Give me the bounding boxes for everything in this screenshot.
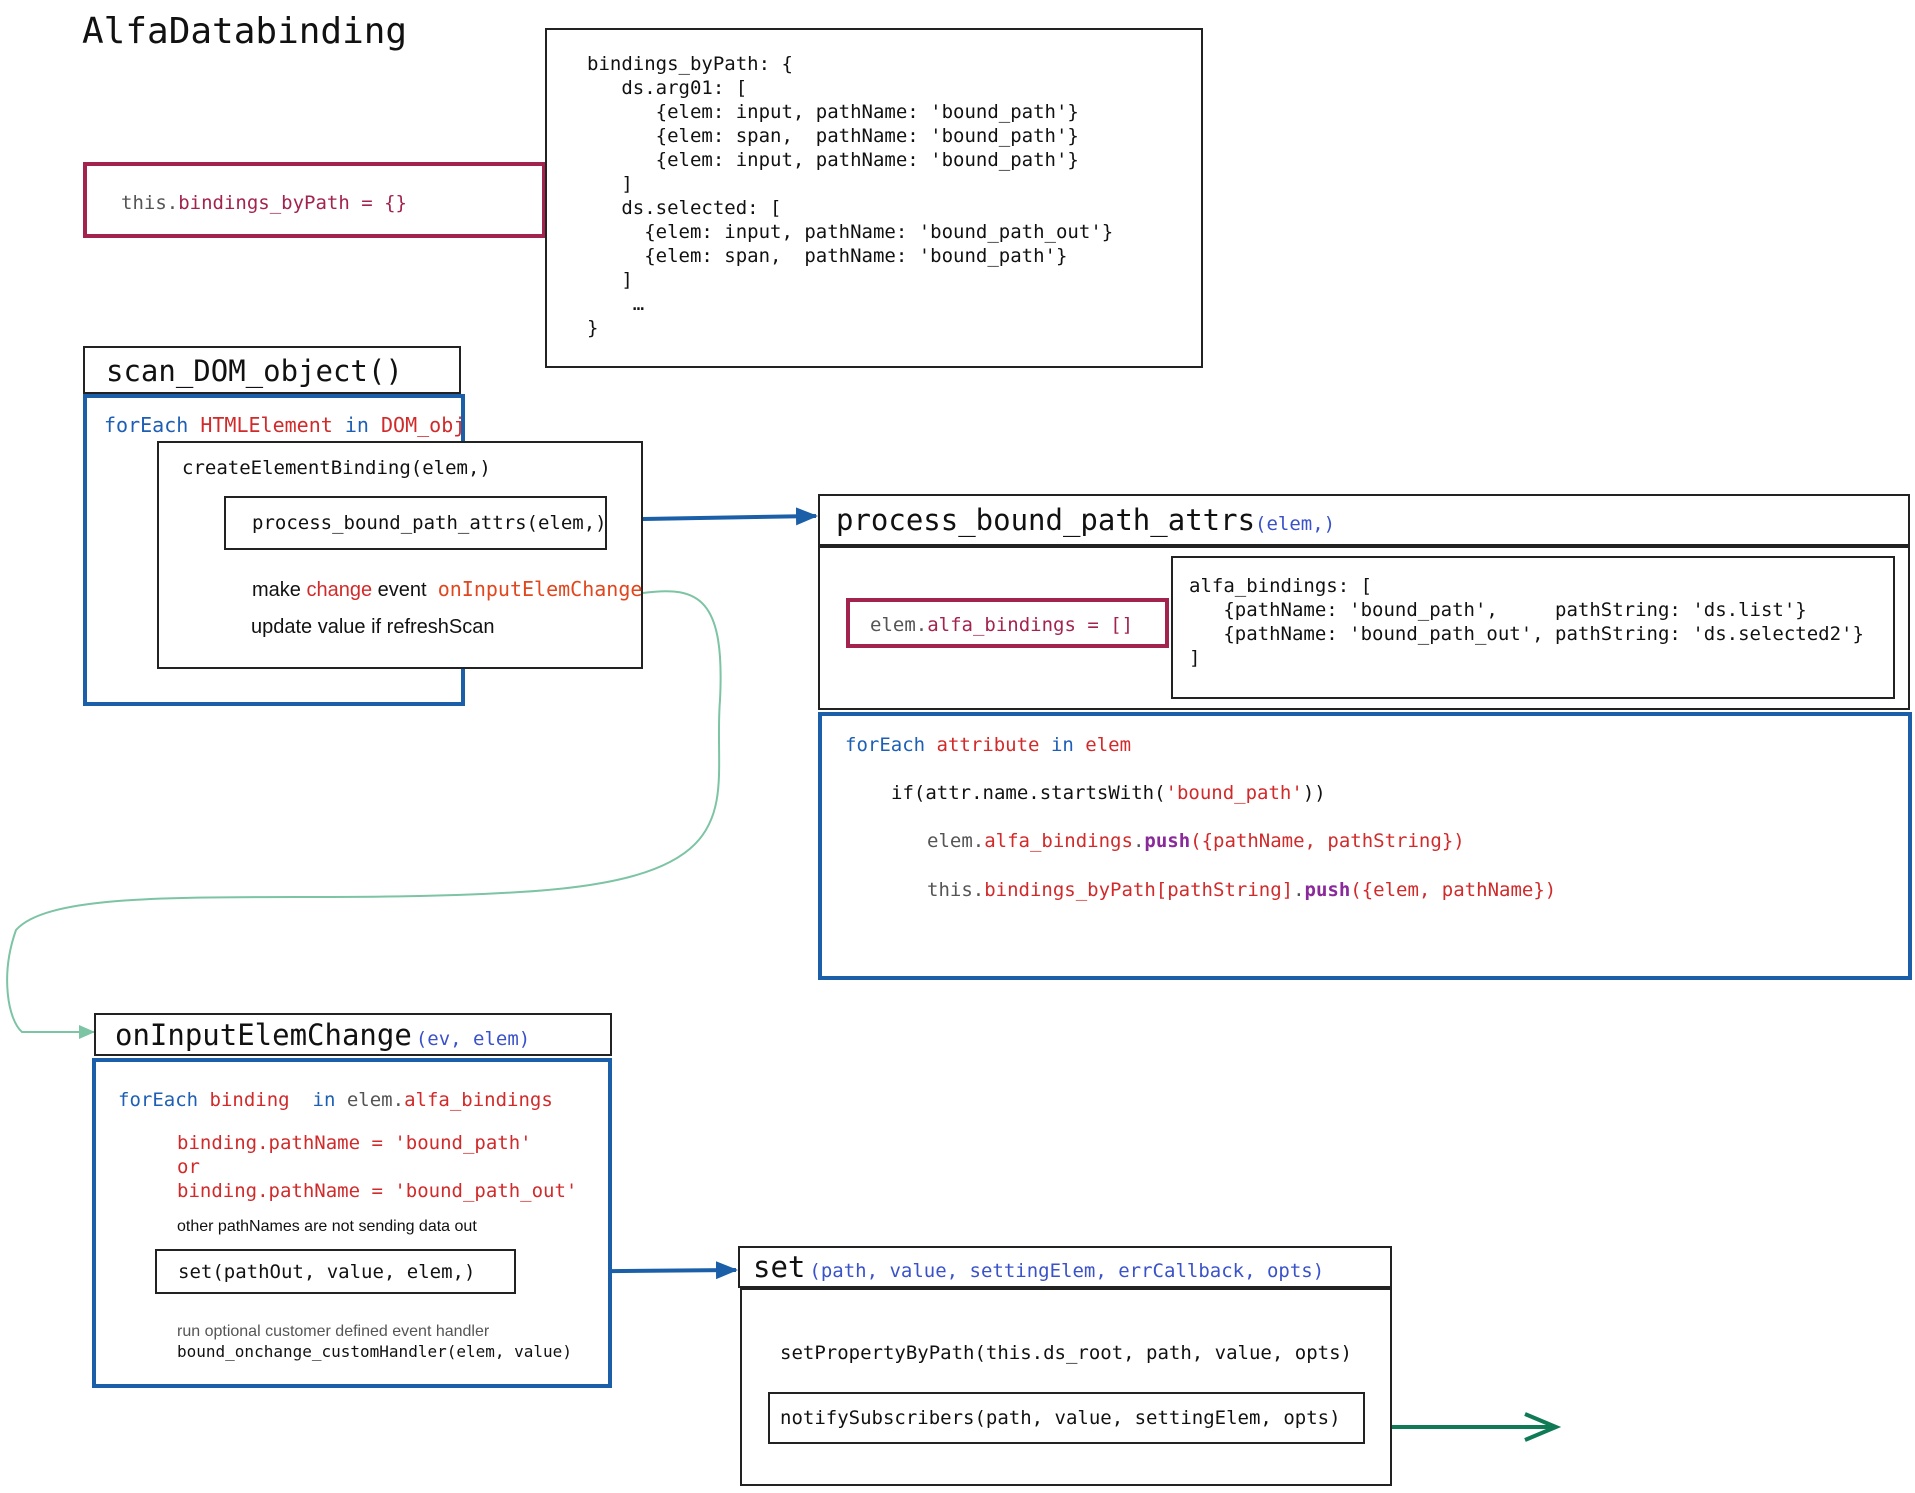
process-title-box: process_bound_path_attrs(elem,) bbox=[818, 494, 1910, 546]
page-title: AlfaDatabinding bbox=[82, 11, 408, 52]
process-foreach-line: forEach attribute in elem bbox=[845, 734, 1132, 756]
bindings-example-line: ds.arg01: [ bbox=[587, 77, 748, 99]
custom-handler-note: run optional customer defined event hand… bbox=[177, 1323, 490, 1340]
alfa-bindings-example-line: {pathName: 'bound_path', pathString: 'ds… bbox=[1189, 599, 1807, 621]
alfa-bindings-example-line: ] bbox=[1189, 647, 1201, 669]
push-bindings-bypath-line: this.bindings_byPath[pathString].push({e… bbox=[927, 879, 1557, 901]
alfa-bindings-example-box: alfa_bindings: [ {pathName: 'bound_path'… bbox=[1171, 556, 1895, 699]
scan-title: scan_DOM_object() bbox=[106, 354, 403, 388]
update-line: update value if refreshScan bbox=[251, 616, 495, 638]
bindings-example-line: {elem: input, pathName: 'bound_path'} bbox=[587, 149, 1079, 171]
set-call-box: set(pathOut, value, elem,) bbox=[155, 1249, 516, 1294]
scan-foreach-line: forEach HTMLElement in DOM_obj bbox=[104, 413, 466, 437]
set-call: set(pathOut, value, elem,) bbox=[178, 1261, 476, 1283]
if-startswith-line: if(attr.name.startsWith('bound_path')) bbox=[891, 782, 1326, 804]
bindings-example-line: … bbox=[587, 293, 645, 315]
create-binding-box: createElementBinding(elem,) make change … bbox=[157, 441, 643, 669]
bindings-example-line: ] bbox=[587, 269, 633, 291]
push-alfa-bindings-line: elem.alfa_bindings.push({pathName, pathS… bbox=[927, 830, 1465, 852]
set-property-line: setPropertyByPath(this.ds_root, path, va… bbox=[780, 1342, 1352, 1364]
create-binding-call: createElementBinding(elem,) bbox=[182, 457, 491, 479]
bindings-example-box: bindings_byPath: { ds.arg01: [ {elem: in… bbox=[545, 28, 1203, 368]
process-foreach-frame: forEach attribute in elem if(attr.name.s… bbox=[818, 712, 1912, 980]
scan-title-box: scan_DOM_object() bbox=[83, 346, 461, 394]
condition-or: or bbox=[177, 1156, 200, 1178]
bindings-example-line: ] bbox=[587, 173, 633, 195]
arrow-notify-out bbox=[1368, 1412, 1562, 1442]
make-event-line: make change event onInputElemChange bbox=[252, 577, 643, 601]
bindings-init-box: this.bindings_byPath = {} bbox=[83, 162, 546, 238]
process-call-box: process_bound_path_attrs(elem,) bbox=[224, 496, 607, 550]
set-body-box: setPropertyByPath(this.ds_root, path, va… bbox=[740, 1288, 1392, 1486]
bindings-example-line: {elem: input, pathName: 'bound_path'} bbox=[587, 101, 1079, 123]
alfa-bindings-example-code: alfa_bindings: [ {pathName: 'bound_path'… bbox=[1189, 574, 1864, 670]
bindings-example-line: ds.selected: [ bbox=[587, 197, 782, 219]
other-pathnames-note: other pathNames are not sending data out bbox=[177, 1218, 477, 1235]
arrow-to-process bbox=[642, 507, 818, 526]
condition-bound-path-out: binding.pathName = 'bound_path_out' bbox=[177, 1180, 578, 1202]
bindings-example-line: } bbox=[587, 317, 599, 339]
bindings-example-line: {elem: span, pathName: 'bound_path'} bbox=[587, 125, 1079, 147]
alfa-bindings-example-line: {pathName: 'bound_path_out', pathString:… bbox=[1189, 623, 1864, 645]
onchange-foreach-frame: forEach binding in elem.alfa_bindings bi… bbox=[92, 1058, 612, 1388]
alfa-bindings-example-line: alfa_bindings: [ bbox=[1189, 575, 1373, 597]
process-title-line: process_bound_path_attrs(elem,) bbox=[836, 503, 1336, 537]
curve-to-onchange bbox=[6, 590, 722, 1039]
notify-call: notifySubscribers(path, value, settingEl… bbox=[780, 1407, 1341, 1429]
onchange-title-box: onInputElemChange (ev, elem) bbox=[94, 1013, 612, 1056]
set-title-line: set (path, value, settingElem, errCallba… bbox=[753, 1250, 1325, 1284]
alfa-bindings-init: elem.alfa_bindings = [] bbox=[870, 614, 1134, 636]
bindings-init-code: this.bindings_byPath = {} bbox=[121, 192, 407, 214]
set-title-box: set (path, value, settingElem, errCallba… bbox=[738, 1246, 1392, 1288]
bindings-example-line: {elem: input, pathName: 'bound_path_out'… bbox=[587, 221, 1114, 243]
bindings-example-code: bindings_byPath: { ds.arg01: [ {elem: in… bbox=[587, 52, 1113, 340]
notify-call-box: notifySubscribers(path, value, settingEl… bbox=[768, 1392, 1365, 1444]
onchange-title-line: onInputElemChange (ev, elem) bbox=[115, 1018, 531, 1052]
alfa-bindings-init-box: elem.alfa_bindings = [] bbox=[846, 598, 1169, 648]
bindings-example-line: {elem: span, pathName: 'bound_path'} bbox=[587, 245, 1068, 267]
process-call: process_bound_path_attrs(elem,) bbox=[252, 512, 607, 534]
onchange-foreach-line: forEach binding in elem.alfa_bindings bbox=[118, 1089, 553, 1111]
condition-bound-path: binding.pathName = 'bound_path' bbox=[177, 1132, 532, 1154]
bindings-example-line: bindings_byPath: { bbox=[587, 53, 793, 75]
custom-handler-call: bound_onchange_customHandler(elem, value… bbox=[177, 1342, 572, 1361]
